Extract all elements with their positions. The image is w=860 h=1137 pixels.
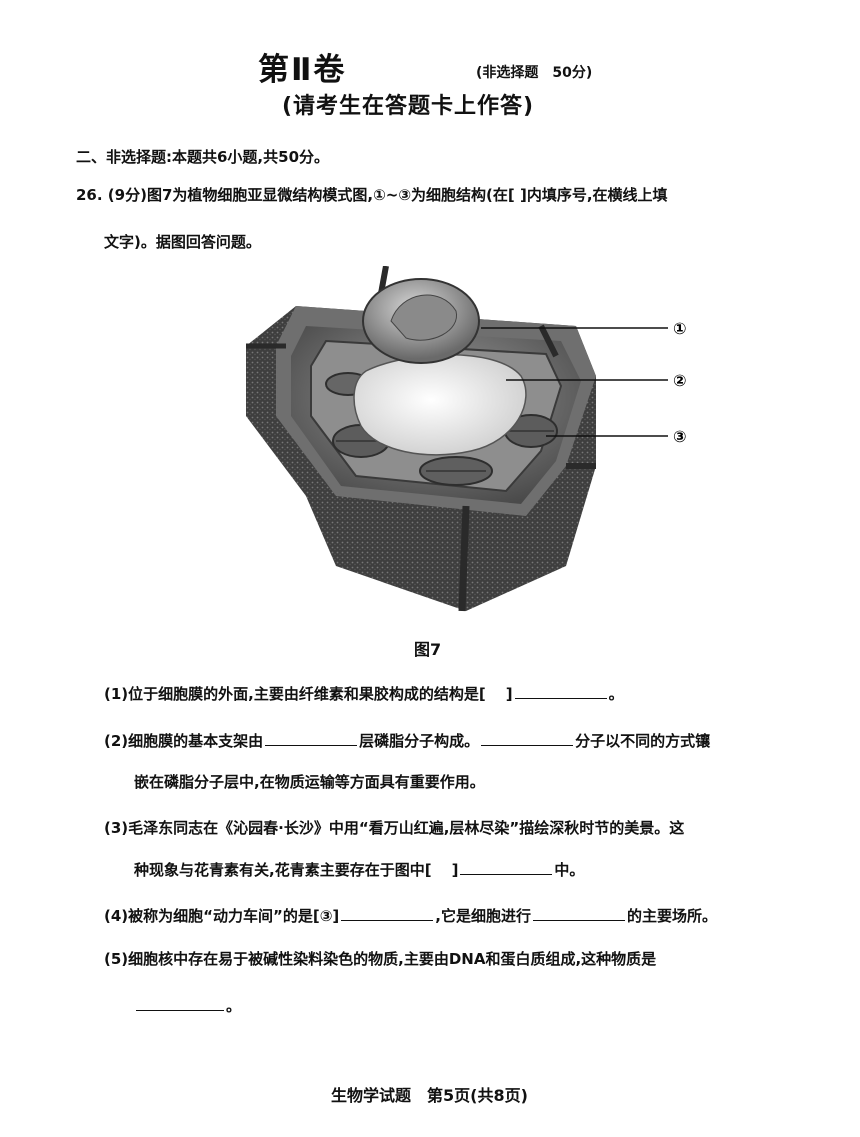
- answer-blank[interactable]: [265, 731, 358, 746]
- answer-blank[interactable]: [481, 731, 574, 746]
- subquestion-4: (4)被称为细胞“动力车间”的是[③],它是细胞进行的主要场所。: [104, 906, 717, 925]
- answer-blank[interactable]: [514, 684, 607, 699]
- answer-blank[interactable]: [341, 906, 434, 921]
- paper-title-note: (非选择题 50分): [476, 65, 593, 81]
- paper-title: 第Ⅱ卷: [258, 52, 347, 88]
- answer-blank[interactable]: [136, 996, 224, 1011]
- label-1: ①: [673, 319, 687, 338]
- subquestion-2: (2)细胞膜的基本支架由层磷脂分子构成。分子以不同的方式镶: [104, 731, 711, 750]
- subquestion-5-line1: (5)细胞核中存在易于被碱性染料染色的物质,主要由DNA和蛋白质组成,这种物质是: [104, 950, 657, 968]
- subquestion-2-line2: 嵌在磷脂分子层中,在物质运输等方面具有重要作用。: [134, 773, 485, 791]
- page-footer: 生物学试题 第5页(共8页): [331, 1086, 528, 1105]
- nucleus: [362, 278, 480, 364]
- vacuole: [353, 354, 527, 456]
- subquestion-3-line2: 种现象与花青素有关,花青素主要存在于图中[]中。: [134, 860, 585, 879]
- subquestion-1: (1)位于细胞膜的外面,主要由纤维素和果胶构成的结构是[]。: [104, 684, 624, 703]
- figure-caption: 图7: [414, 640, 442, 659]
- question-stem-line2: 文字)。据图回答问题。: [104, 233, 261, 251]
- label-2: ②: [673, 371, 687, 390]
- section-heading: 二、非选择题:本题共6小题,共50分。: [76, 148, 330, 166]
- plant-cell-figure: ① ② ③: [246, 266, 687, 612]
- label-3: ③: [673, 427, 687, 446]
- subquestion-5-line2: 。: [134, 995, 241, 1016]
- subquestion-3-line1: (3)毛泽东同志在《沁园春·长沙》中用“看万山红遍,层林尽染”描绘深秋时节的美景…: [104, 819, 685, 837]
- answer-blank[interactable]: [532, 906, 625, 921]
- question-stem-line1: 26. (9分)图7为植物细胞亚显微结构模式图,①~③为细胞结构(在[ ]内填序…: [76, 186, 668, 204]
- paper-subtitle: (请考生在答题卡上作答): [282, 94, 535, 119]
- answer-blank[interactable]: [460, 860, 553, 875]
